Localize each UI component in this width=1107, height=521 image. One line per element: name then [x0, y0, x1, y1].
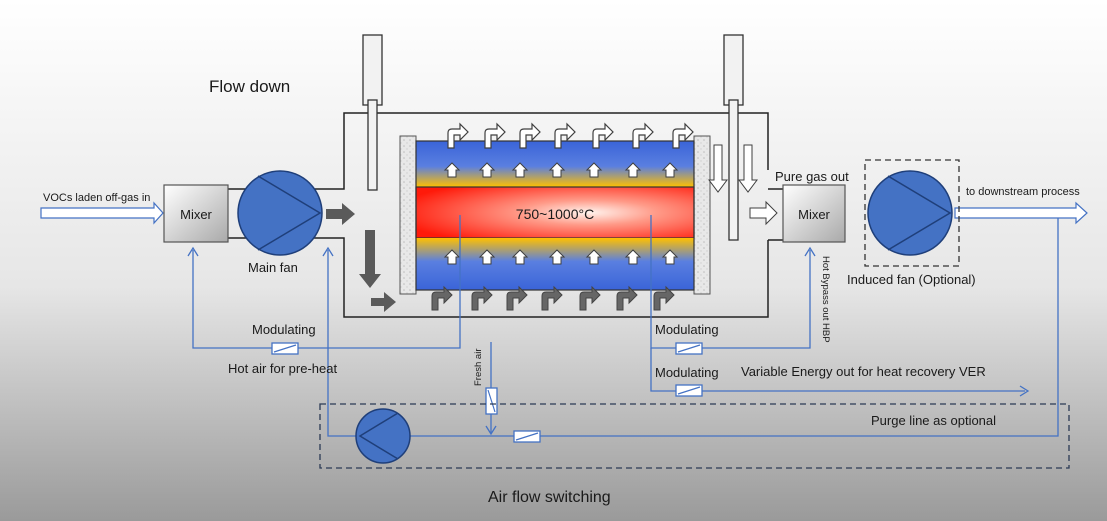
purge-label: Purge line as optional [871, 413, 996, 428]
inlet-flow-arrows [326, 203, 396, 312]
modulating-lower-label: Modulating [655, 365, 719, 380]
left-insulation [399, 135, 417, 295]
outlet-arrow [954, 201, 1088, 225]
inlet-label: VOCs laden off-gas in [43, 192, 150, 204]
title-label: Flow down [209, 77, 290, 96]
chamber-temp-label: 750~1000°C [516, 206, 594, 222]
switching-box [319, 403, 1070, 469]
mixer-right-label: Mixer [798, 207, 830, 222]
fresh-air-label: Fresh air [473, 349, 484, 386]
modulating-left-label: Modulating [252, 322, 316, 337]
hot-air-preheat-label: Hot air for pre-heat [228, 361, 337, 376]
induced-fan-label: Induced fan (Optional) [847, 272, 976, 287]
valve-fresh-air [485, 387, 498, 415]
mixer-left-label: Mixer [180, 207, 212, 222]
mixer-left [163, 184, 229, 243]
main-fan-icon [237, 170, 323, 256]
right-insulation [693, 135, 711, 295]
switching-fan-icon [355, 408, 411, 464]
right-stack [723, 34, 744, 241]
left-stack [362, 34, 383, 191]
valve-bypass [675, 342, 703, 355]
induced-fan-icon [864, 159, 960, 267]
downstream-label: to downstream process [966, 186, 1080, 198]
switching-label: Air flow switching [488, 489, 611, 506]
modulating-mid-label: Modulating [655, 322, 719, 337]
mixer-right [782, 184, 846, 243]
hot-bypass-label: Hot Bypass out HBP [820, 256, 831, 343]
valve-purge [513, 430, 541, 443]
inlet-arrow [40, 201, 164, 225]
top-media-bed [416, 141, 694, 187]
main-fan-label: Main fan [248, 260, 298, 275]
control-lines [187, 215, 1059, 437]
outlet-down-arrows [708, 144, 778, 226]
ver-label: Variable Energy out for heat recovery VE… [741, 364, 986, 379]
valve-ver [675, 384, 703, 397]
pure-gas-out-label: Pure gas out [775, 169, 849, 184]
valve-preheat [271, 342, 299, 355]
